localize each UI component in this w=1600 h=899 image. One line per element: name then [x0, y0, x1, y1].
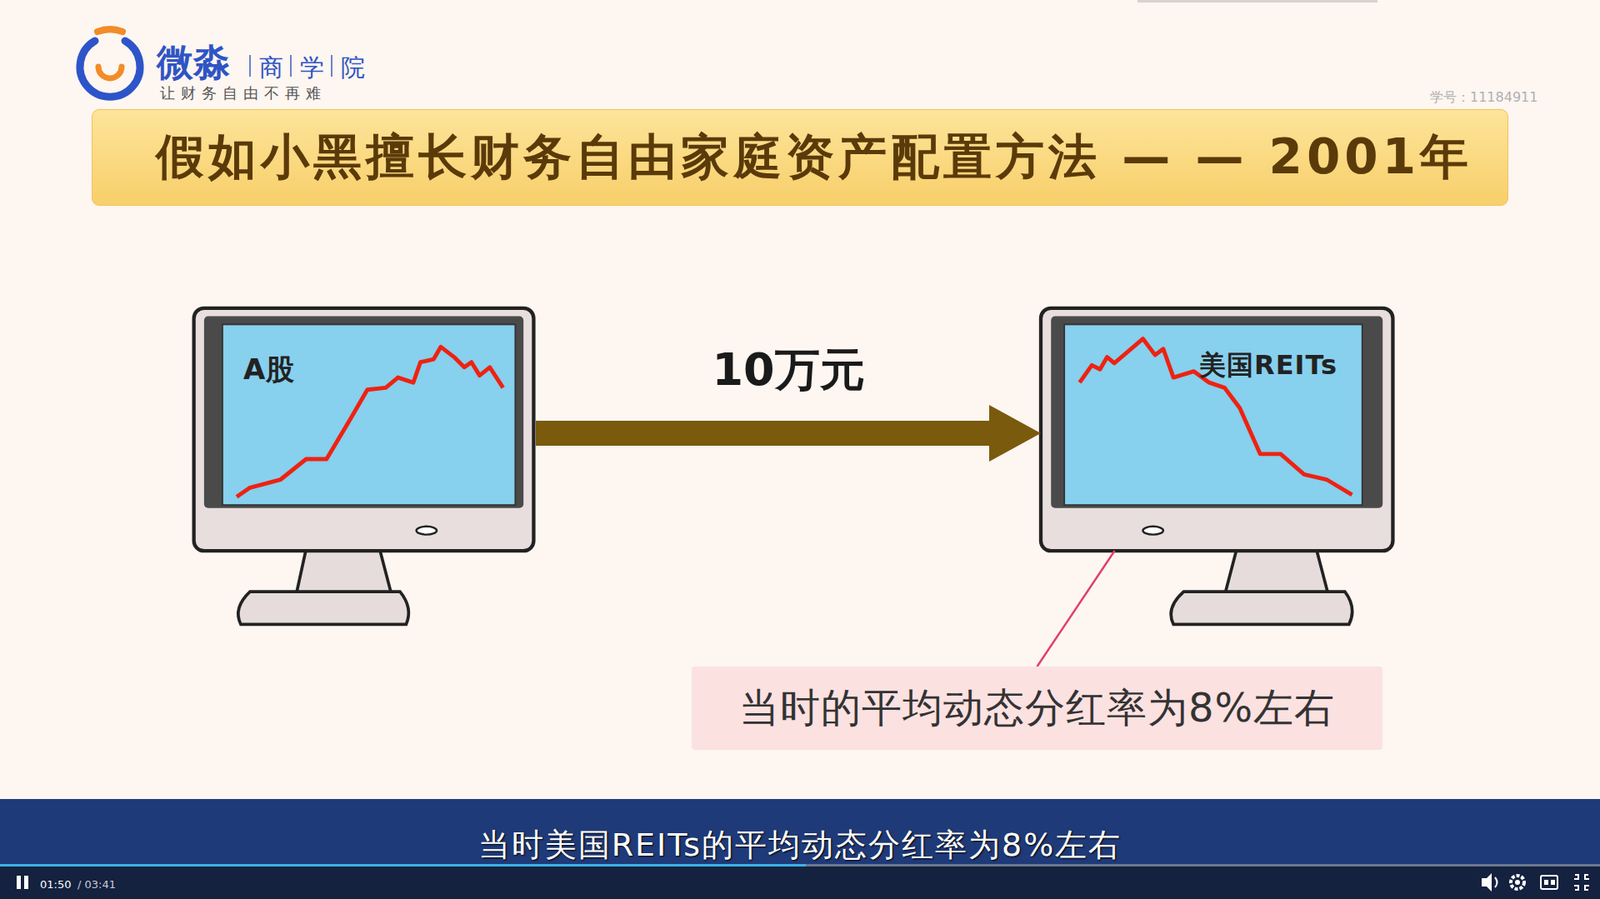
monitor-screen: [1064, 324, 1363, 505]
monitor-node: 美国REITs: [1040, 305, 1393, 551]
logo-word: 院: [340, 53, 365, 82]
logo-slogan: 让财务自由不再难: [160, 84, 327, 102]
callout-box: 当时的平均动态分红率为8%左右: [691, 666, 1383, 750]
logo-word: 学: [300, 53, 325, 82]
monitor-body: [194, 308, 535, 551]
monitor-button: [416, 526, 437, 535]
time-current: 01:50: [40, 875, 71, 892]
monitor-screen: [222, 324, 515, 505]
monitor-node: A股: [191, 305, 536, 551]
arrow-head: [989, 405, 1041, 462]
leader-path: [1037, 550, 1115, 667]
price-line: [236, 346, 504, 497]
logo-word: 院: [340, 51, 365, 85]
volume-icon: [1495, 877, 1498, 888]
monitor-neck: [295, 549, 392, 596]
logo-mark: [80, 29, 140, 97]
video-subtitle: 当时美国REITs的平均动态分红率为8%左右: [478, 826, 1123, 864]
caption-icon: [1540, 875, 1558, 890]
monitor-bezel: [1050, 316, 1383, 509]
caption-icon: [1550, 880, 1555, 885]
price-line: [1080, 339, 1353, 495]
time-total: / 03:41: [77, 878, 116, 891]
logo-ring: [80, 40, 140, 97]
student-id: 学号：11184911: [1430, 89, 1538, 105]
student-id: 学号：11184911: [1430, 89, 1538, 107]
monitors: [194, 308, 1394, 625]
player-control-bar: [0, 865, 1600, 899]
logo-word: 商: [259, 53, 284, 82]
node-text: 美国REITs: [1199, 347, 1338, 385]
logo-slogan: 让财务自由不再难: [160, 83, 327, 104]
monitor-base: [238, 591, 410, 625]
fullscreen-icon: [1574, 875, 1590, 890]
settings-icon: [1515, 880, 1520, 885]
monitor-neck: [1224, 549, 1329, 596]
pause-icon: [24, 875, 29, 890]
edge-label-wrap: 10万元: [711, 340, 865, 401]
logo-smile: [98, 66, 122, 79]
slide-title: 假如小黑擅长财务自由家庭资产配置方法 — — 2001年: [155, 125, 1473, 190]
edge-label: 10万元: [711, 343, 865, 396]
arrow-shaft: [535, 420, 990, 446]
monitor-body: [1040, 308, 1393, 551]
flow-arrow: [535, 405, 1041, 462]
logo-name: 微淼: [156, 38, 230, 88]
settings-icon: [1510, 875, 1525, 890]
separator: [330, 55, 333, 77]
monitor-bezel: [204, 316, 524, 509]
monitor-base: [1170, 591, 1353, 625]
time-total: / 03:41: [77, 875, 116, 892]
caption-icon: [1544, 880, 1549, 885]
separator: [249, 55, 251, 77]
separator: [290, 55, 292, 77]
progress-rest: [805, 864, 1600, 867]
pause-icon: [16, 875, 21, 890]
progress-played: [0, 864, 806, 867]
title-banner: 假如小黑擅长财务自由家庭资产配置方法 — — 2001年: [91, 109, 1509, 206]
right-monitor: [1040, 308, 1393, 625]
caption-wrap: 当时美国REITs的平均动态分红率为8%左右: [0, 826, 1600, 864]
logo-word: 学: [300, 51, 325, 85]
node-text: 当时的平均动态分红率为8%左右: [739, 681, 1335, 735]
volume-icon: [1481, 873, 1492, 892]
node-text: A股: [243, 350, 295, 390]
monitor-button: [1142, 526, 1163, 535]
logo-cap: [97, 29, 123, 32]
top-edge-bar: [1137, 0, 1378, 3]
logo-word: 商: [259, 51, 284, 85]
time-current: 01:50: [40, 878, 71, 891]
logo-name: 微淼: [156, 40, 230, 84]
left-monitor: [194, 308, 535, 625]
player-controls: [0, 864, 1600, 892]
leader-line: [1037, 550, 1115, 667]
